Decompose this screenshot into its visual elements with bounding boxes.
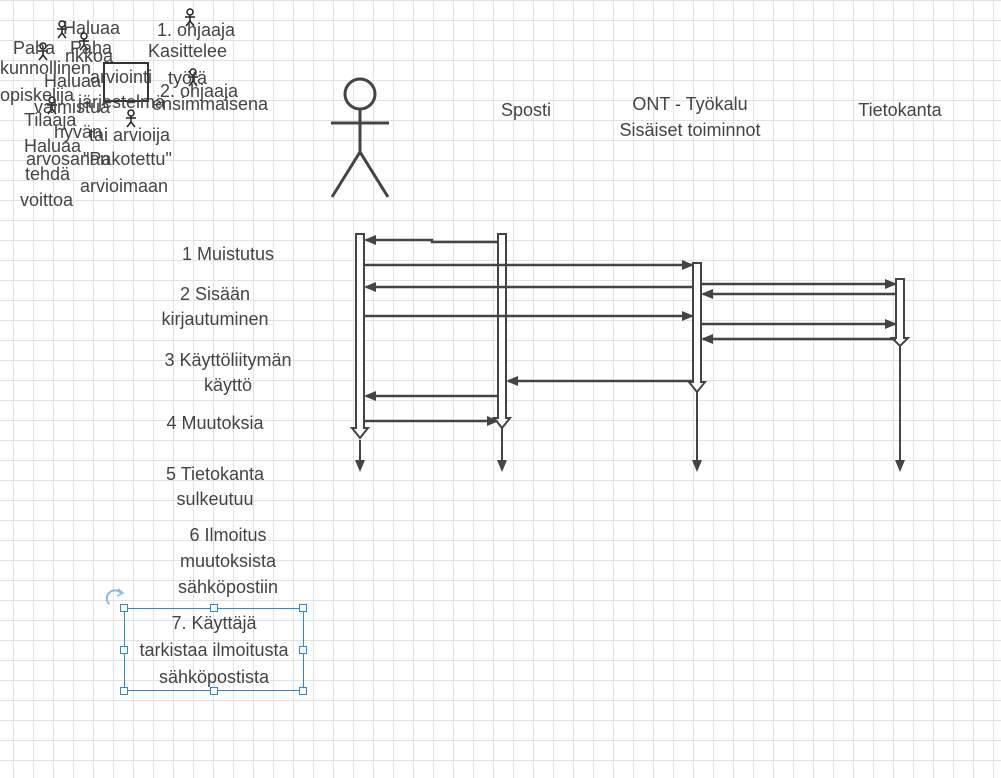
user-actor-icon[interactable] <box>330 77 390 198</box>
actor-icon <box>185 8 195 27</box>
overlap-label[interactable]: 1. ohjaaja <box>157 20 236 40</box>
activation-sposti[interactable] <box>491 233 513 430</box>
actor-icon <box>47 96 57 115</box>
step-label-5[interactable]: 5 Tietokanta sulkeutuu <box>165 464 265 509</box>
overlap-label[interactable]: rikkoa <box>65 46 114 66</box>
overlap-label[interactable]: tai arvioija <box>89 125 171 145</box>
overlap-label[interactable]: arvosanan <box>26 149 111 169</box>
resize-handle-se[interactable] <box>299 687 307 695</box>
overlap-label[interactable]: Paha <box>13 38 56 58</box>
overlap-label[interactable]: ensimmaisena <box>152 94 269 114</box>
overlap-label[interactable]: voittoa <box>20 190 74 210</box>
overlap-label[interactable]: tehdä <box>25 164 71 184</box>
overlap-label[interactable]: arvioimaan <box>80 176 169 196</box>
overlap-label[interactable]: "Pakotettu" <box>83 149 172 169</box>
actor-icon <box>188 68 198 87</box>
overlap-label[interactable]: Haluaa <box>44 71 102 91</box>
actor-icon <box>38 42 48 61</box>
step-label-1[interactable]: 1 Muistutus <box>181 244 275 264</box>
overlap-label[interactable]: kunnollinen <box>0 58 92 78</box>
overlap-label[interactable]: hyvän <box>54 122 103 142</box>
actor-icon <box>126 109 136 128</box>
system-box-label[interactable]: arviointi <box>90 67 153 87</box>
resize-handle-ne[interactable] <box>299 604 307 612</box>
step-label-3[interactable]: 3 Käyttöliitymän käyttö <box>164 350 292 395</box>
overlap-label[interactable]: Kasittelee <box>148 41 228 61</box>
overlap-label[interactable]: Tilaaja <box>24 110 77 130</box>
overlap-label[interactable]: järjestelmä <box>78 92 166 112</box>
resize-handle-e[interactable] <box>299 646 307 654</box>
activation-tietokanta[interactable] <box>889 278 911 348</box>
overlap-label[interactable]: Paha <box>70 38 113 58</box>
resize-handle-sw[interactable] <box>120 687 128 695</box>
step-label-4[interactable]: 4 Muutoksia <box>166 413 264 433</box>
actor-icon <box>57 20 67 39</box>
system-box[interactable] <box>103 62 149 102</box>
participant-ont[interactable]: ONT - Työkalu Sisäiset toiminnot <box>619 94 761 140</box>
resize-handle-w[interactable] <box>120 646 128 654</box>
activation-ont[interactable] <box>686 262 708 394</box>
participant-sposti[interactable]: Sposti <box>500 100 552 120</box>
participant-tietokanta[interactable]: Tietokanta <box>858 100 942 120</box>
resize-handle-s[interactable] <box>210 687 218 695</box>
overlap-label[interactable]: Haluaa <box>63 18 121 38</box>
resize-handle-nw[interactable] <box>120 604 128 612</box>
step-label-2[interactable]: 2 Sisään kirjautuminen <box>161 284 269 329</box>
overlap-label[interactable]: valmistua <box>34 97 111 117</box>
overlap-label[interactable]: Haluaa <box>24 136 82 156</box>
step-label-7[interactable]: 7. Käyttäjä tarkistaa ilmoitusta sähköpo… <box>139 613 289 687</box>
step-label-6[interactable]: 6 Ilmoitus muutoksista sähköpostiin <box>177 525 279 597</box>
rotate-icon[interactable] <box>105 589 122 605</box>
actor-icon <box>79 32 89 51</box>
rotate-arrowhead-icon <box>116 588 125 597</box>
selection-box[interactable] <box>120 604 307 695</box>
message-arrow[interactable] <box>364 235 498 245</box>
resize-handle-n[interactable] <box>210 604 218 612</box>
overlap-label[interactable]: työtä <box>168 68 208 88</box>
overlap-label[interactable]: opiskelija <box>0 85 75 105</box>
overlap-label[interactable]: 2. ohjaaja <box>160 81 239 101</box>
